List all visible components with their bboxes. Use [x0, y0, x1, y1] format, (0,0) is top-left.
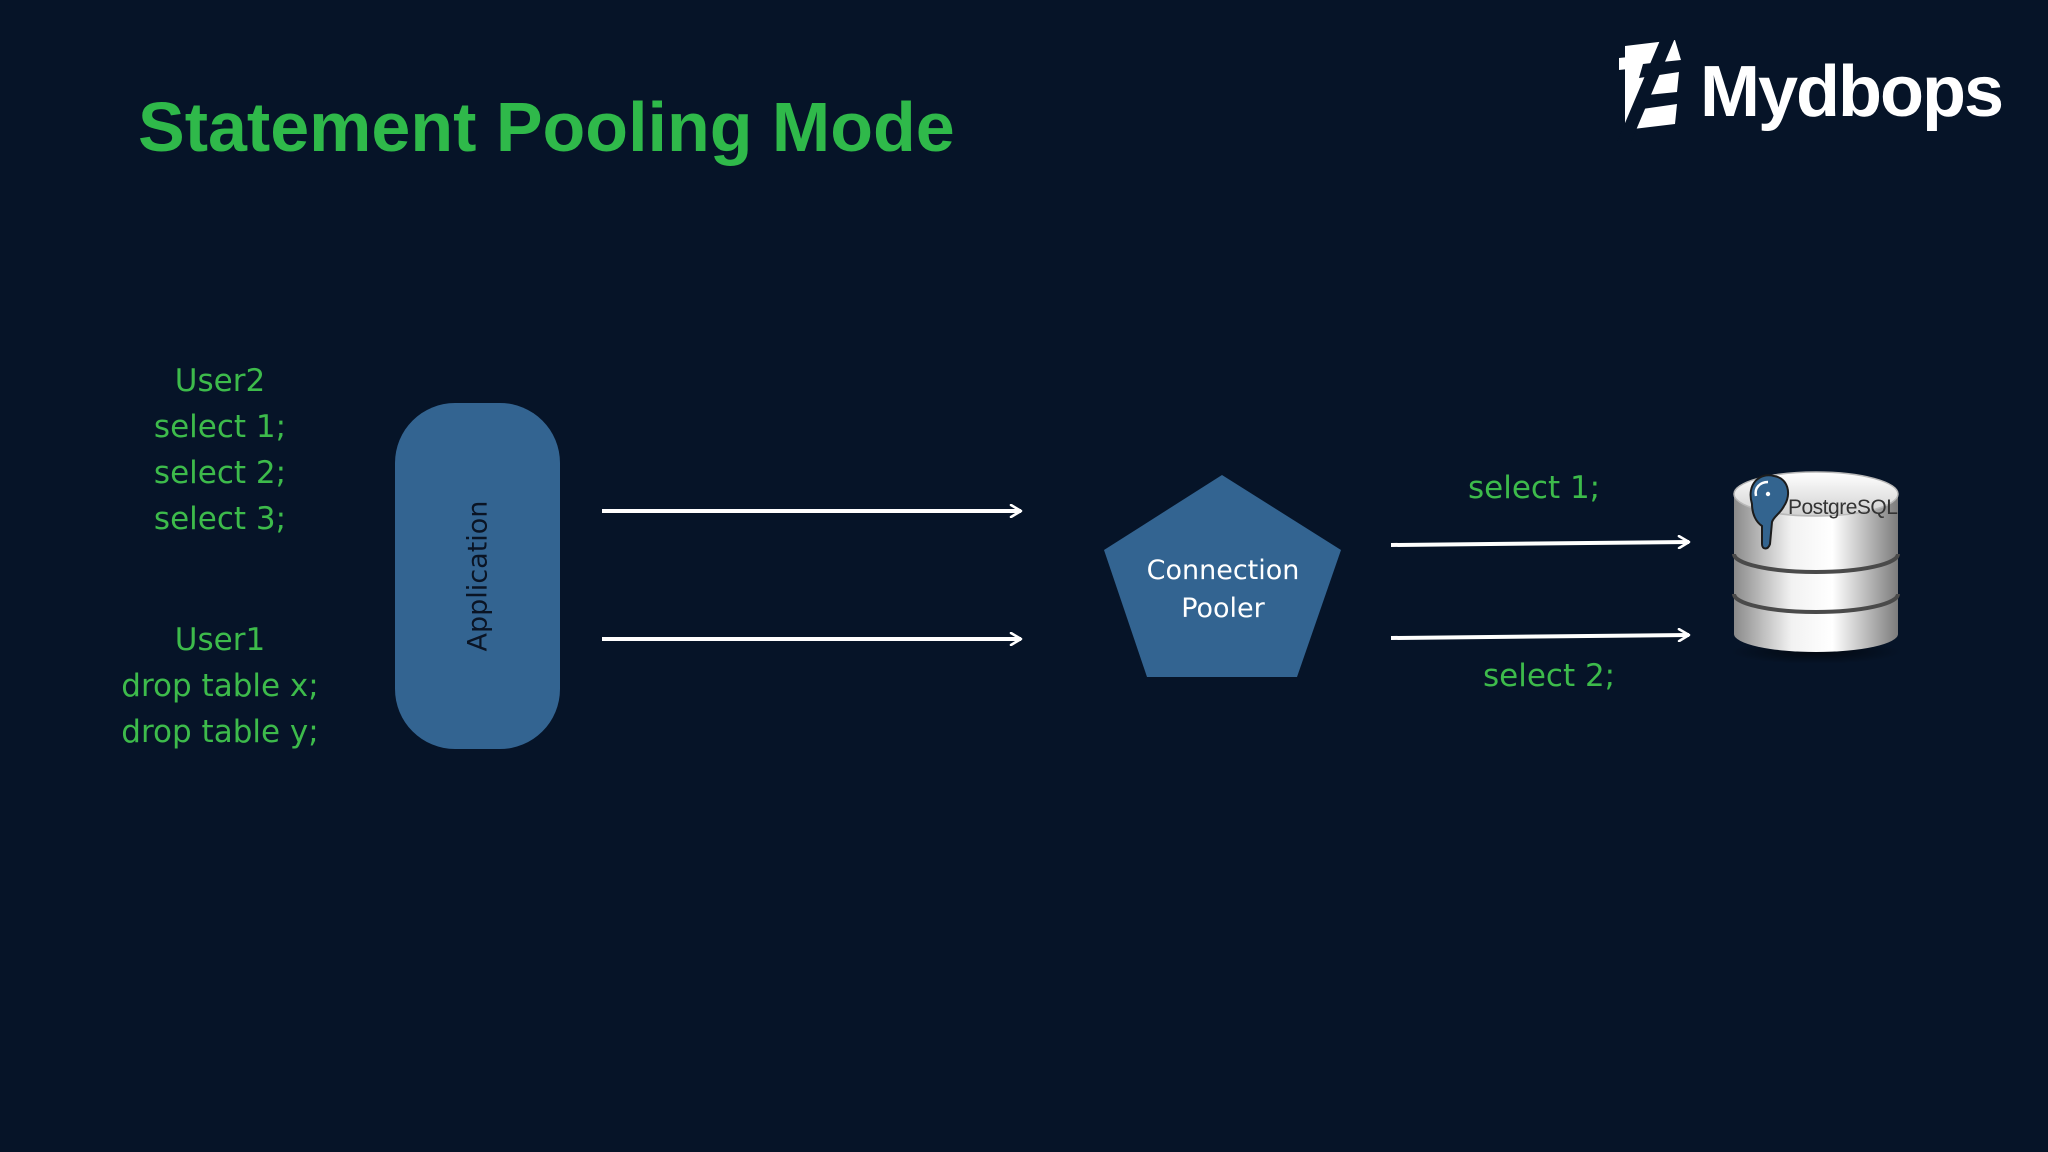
pooler-label-line-1: Connection: [1146, 555, 1300, 586]
query-label-top: select 1;: [1468, 470, 1601, 506]
mydbops-logo-icon: [1617, 38, 1681, 142]
query-label-bottom: select 2;: [1483, 658, 1616, 694]
postgresql-database-icon: PostgreSQL: [1726, 466, 1906, 666]
brand-name: Mydbops: [1700, 52, 2004, 132]
user1-block: User1 drop table x; drop table y;: [100, 617, 340, 755]
slide-title: Statement Pooling Mode: [138, 88, 955, 166]
postgresql-logo-text: PostgreSQL: [1788, 496, 1898, 519]
brand-logo: Mydbops: [1617, 38, 2017, 142]
postgresql-elephant-icon: [1749, 474, 1790, 550]
user2-statement-3: select 3;: [153, 501, 287, 537]
user2-block: User2 select 1; select 2; select 3;: [100, 358, 340, 542]
pooler-label-line-2: Pooler: [1181, 593, 1265, 624]
connection-pooler-node: [1104, 475, 1341, 677]
user1-statement-1: drop table x;: [121, 668, 319, 704]
user2-name: User2: [174, 363, 266, 399]
arrow-pooler-to-db-top: [1390, 542, 1689, 545]
pooler-label: Connection Pooler: [1103, 552, 1343, 628]
user2-statement-2: select 2;: [153, 455, 287, 491]
user2-statement-1: select 1;: [153, 409, 287, 445]
user1-statement-2: drop table y;: [121, 714, 319, 750]
arrow-pooler-to-db-bottom: [1390, 635, 1689, 638]
user1-name: User1: [174, 622, 266, 658]
application-node: Application: [395, 403, 560, 749]
